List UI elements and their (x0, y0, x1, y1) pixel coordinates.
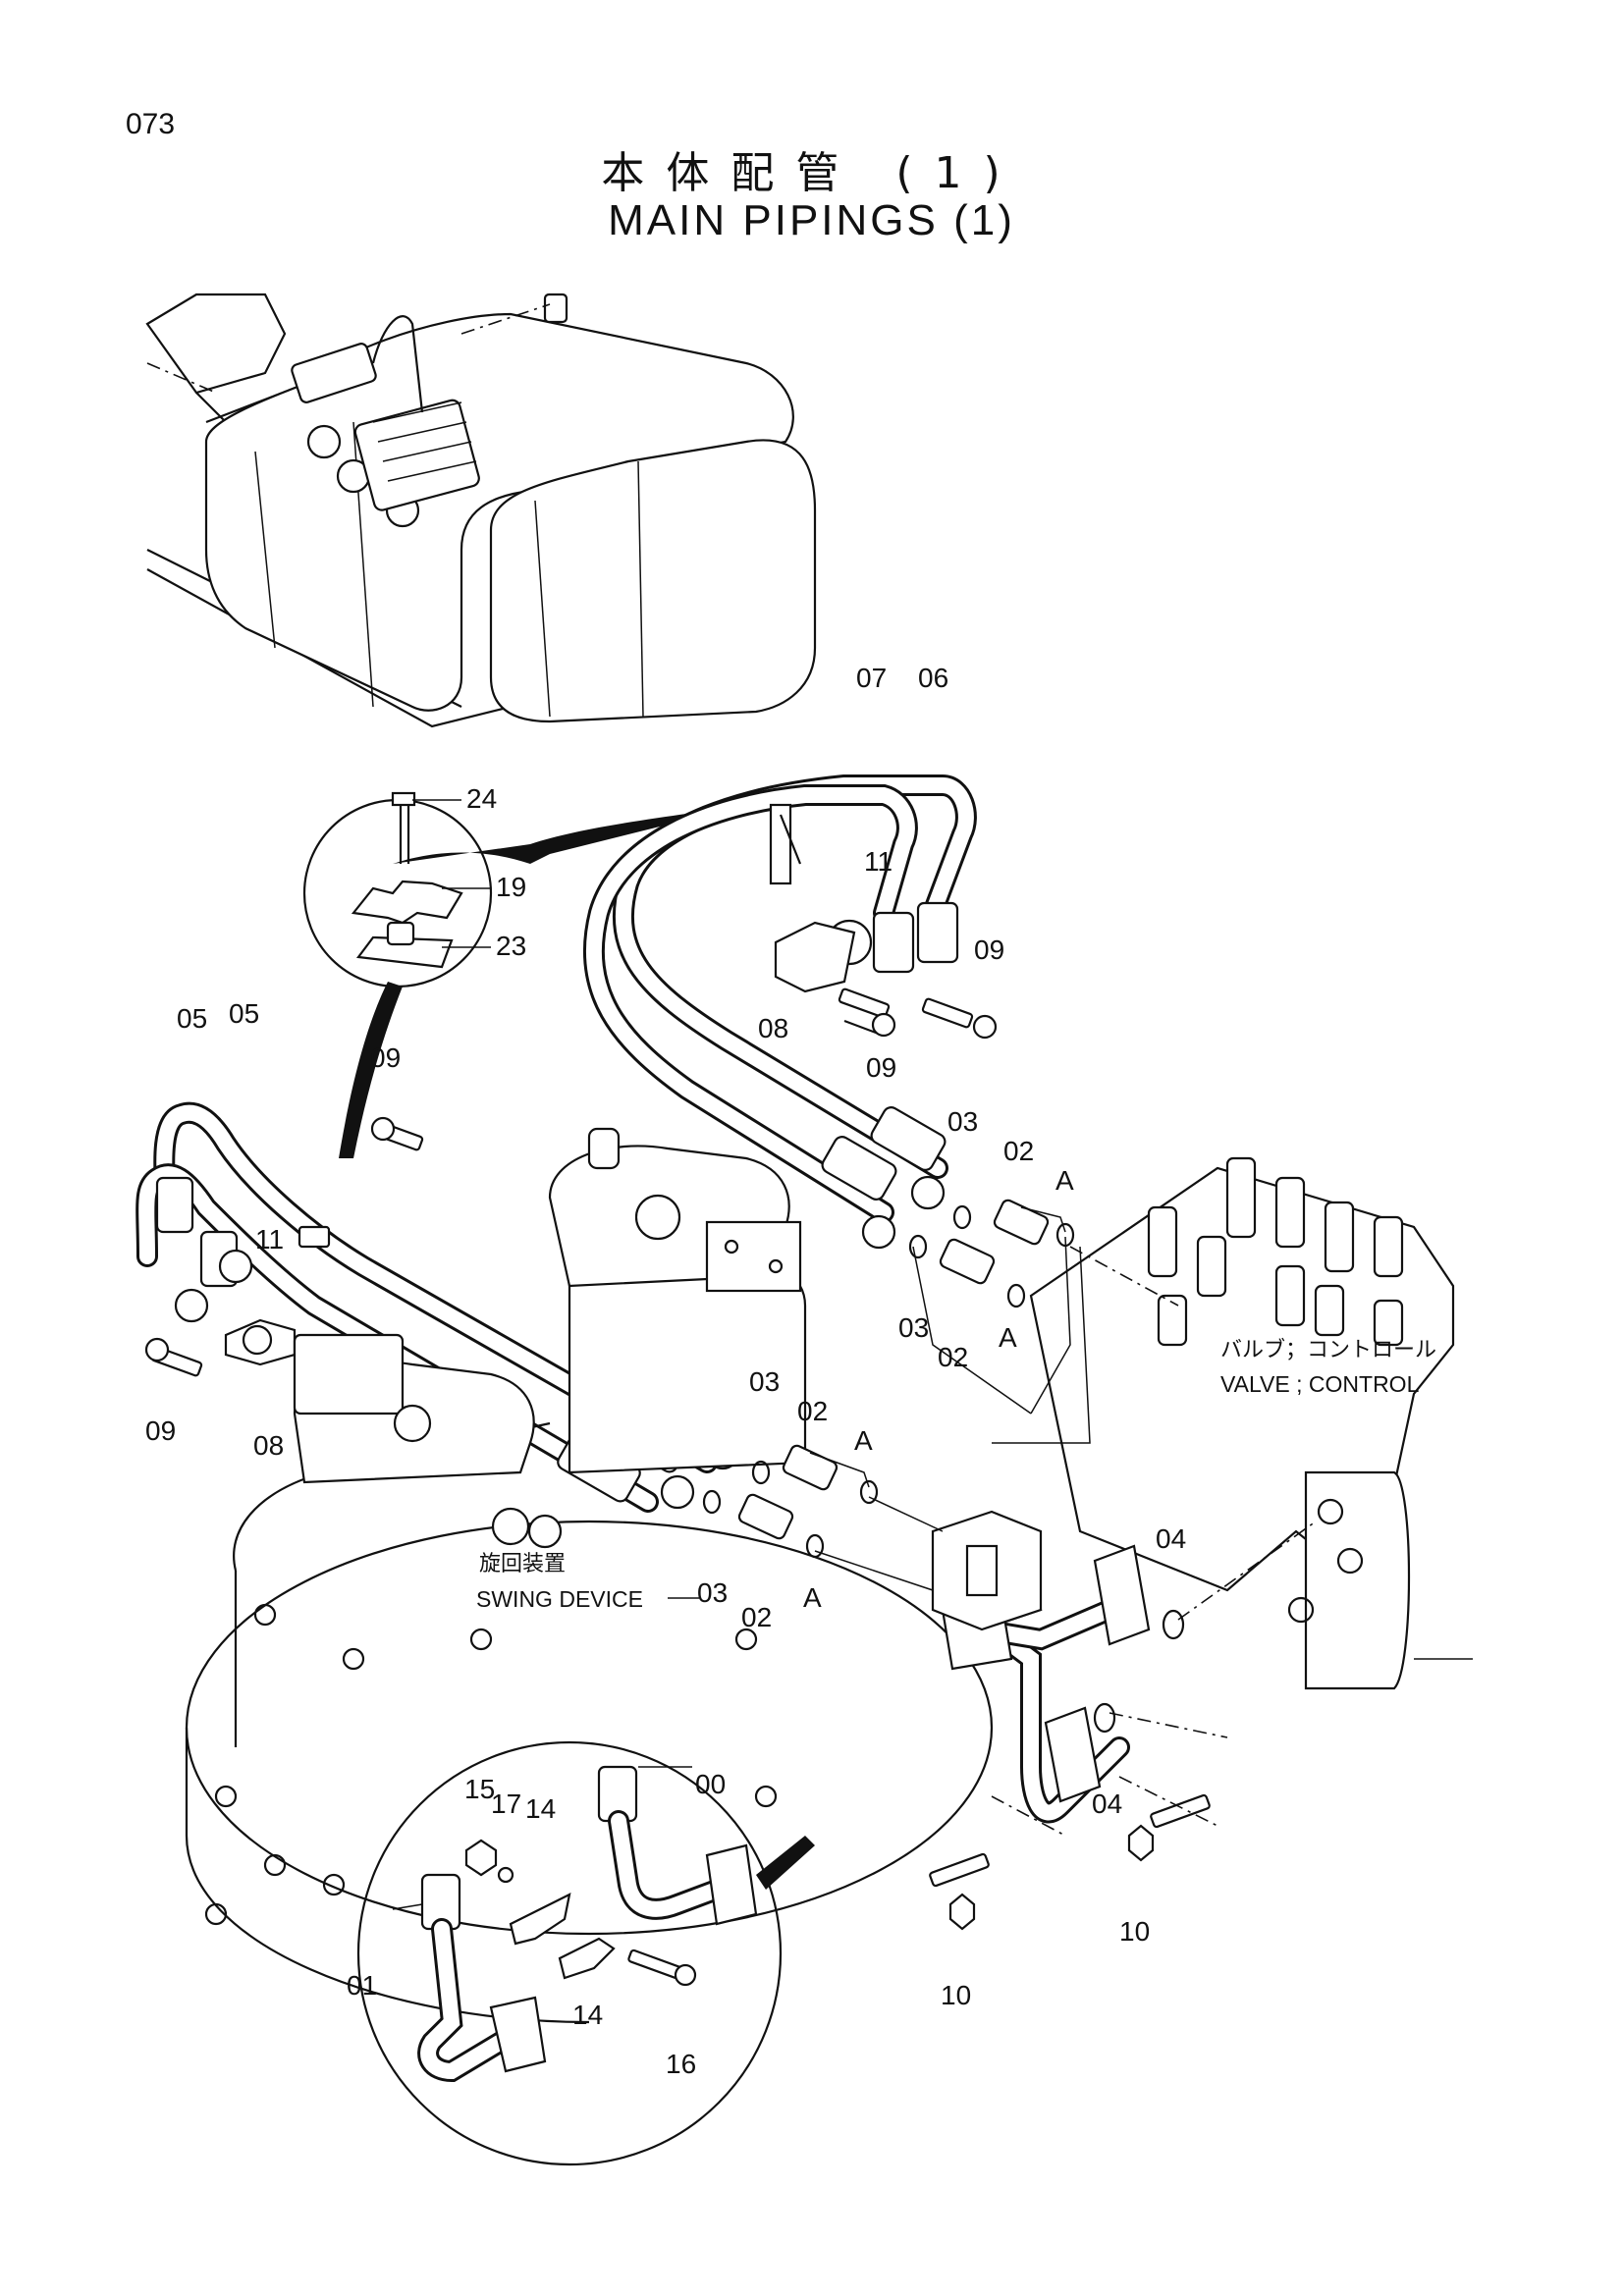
part-label-00: 00 (695, 1769, 726, 1799)
part-label-10-left: 10 (941, 1980, 971, 2010)
part-label-11-left: 11 (255, 1224, 284, 1255)
part-label-03-low: 03 (749, 1366, 780, 1397)
part-label-02-swing: 02 (741, 1602, 772, 1632)
part-label-05-a: 05 (177, 1003, 207, 1034)
swing-device-label-ja: 旋回装置 (479, 1552, 566, 1576)
upper-hose-assembly (582, 774, 998, 1250)
part-label-A-mid: A (999, 1322, 1017, 1353)
page-number: 073 (126, 108, 176, 140)
part-label-08-left: 08 (253, 1430, 284, 1461)
page-title-english: MAIN PIPINGS (1) (608, 196, 1015, 244)
part-label-05-b: 05 (229, 998, 259, 1029)
part-label-02-top: 02 (1003, 1136, 1034, 1166)
valve-control-label-en: VALVE ; CONTROL (1220, 1371, 1420, 1397)
part-label-14-top: 14 (525, 1793, 556, 1824)
part-label-A-low: A (854, 1425, 873, 1456)
part-label-19: 19 (496, 872, 526, 902)
part-label-03-top: 03 (947, 1106, 978, 1137)
part-label-02-mid: 02 (938, 1342, 968, 1372)
part-label-09-left-top: 09 (370, 1042, 401, 1073)
right-pipe-assembly (929, 1510, 1317, 1931)
swing-device-illustration (185, 1127, 994, 2024)
part-label-24: 24 (466, 783, 497, 814)
part-label-A-top: A (1055, 1165, 1074, 1196)
part-label-04-bottom: 04 (1092, 1789, 1122, 1819)
valve-fittings (702, 1199, 1179, 1591)
part-label-16: 16 (666, 2049, 696, 2079)
part-label-04-top: 04 (1156, 1523, 1186, 1554)
part-label-10-right: 10 (1119, 1916, 1150, 1947)
part-label-03-mid: 03 (898, 1312, 929, 1343)
part-label-17: 17 (491, 1789, 521, 1819)
control-valve-illustration (1029, 1156, 1473, 1690)
part-label-07: 07 (856, 663, 887, 693)
part-label-23: 23 (496, 931, 526, 961)
part-label-02-low: 02 (797, 1396, 828, 1426)
part-label-01: 01 (347, 1970, 377, 2001)
clamp-detail-view (302, 791, 746, 1158)
part-label-06: 06 (918, 663, 948, 693)
part-label-A-swing: A (803, 1582, 822, 1613)
valve-control-label-ja: バルブ；コントロール (1220, 1338, 1436, 1362)
part-number-labels: 07 06 24 19 23 11 09 08 09 05 05 09 03 0… (145, 663, 1186, 2079)
part-label-14-bottom: 14 (572, 2000, 603, 2030)
pipe-detail-view (356, 1740, 815, 2166)
part-label-09-top-right: 09 (974, 934, 1004, 965)
part-label-11-top: 11 (864, 846, 893, 877)
machine-overview-illustration (145, 293, 817, 728)
part-label-09-left-bottom: 09 (145, 1415, 176, 1446)
page-title-japanese: 本体配管 (1) (601, 148, 1022, 198)
part-label-09-top-mid: 09 (866, 1052, 896, 1083)
part-label-15: 15 (464, 1774, 495, 1804)
swing-device-label-en: SWING DEVICE (476, 1586, 643, 1612)
part-label-03-swing: 03 (697, 1577, 728, 1608)
part-label-08-top: 08 (758, 1013, 788, 1043)
component-callouts: バルブ；コントロール VALVE ; CONTROL 旋回装置 SWING DE… (476, 1338, 1436, 1612)
